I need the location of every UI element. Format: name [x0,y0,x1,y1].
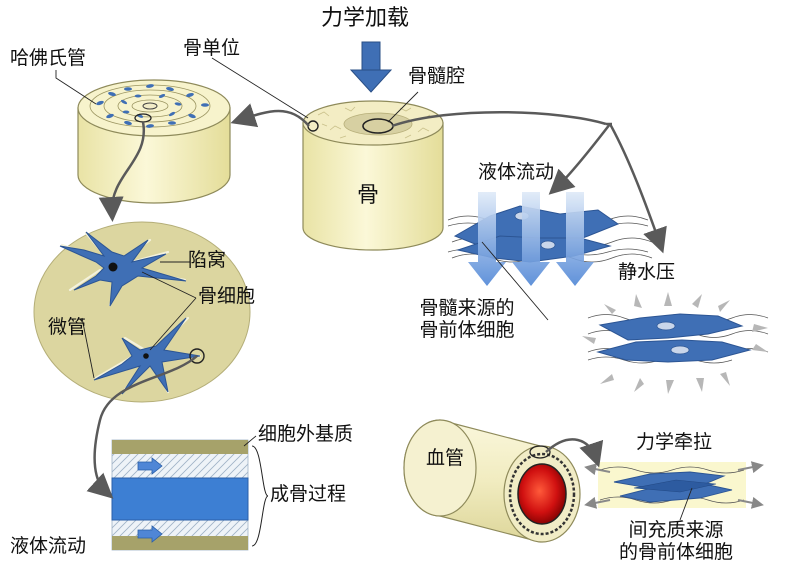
hydrostatic-cells [582,292,769,394]
label-marrow-progenitors-line2: 骨前体细胞 [419,318,515,341]
label-mechanical-loading: 力学加载 [321,6,410,31]
label-osteogenesis: 成骨过程 [270,483,347,505]
connector-arrows [86,103,667,499]
label-canaliculi: 微管 [48,316,87,338]
label-lacuna: 陷窝 [188,249,227,271]
label-mesenchymal-progenitors-line1: 间充质来源 [628,519,724,541]
label-fluid-flow-bottom: 液体流动 [10,535,87,557]
osteon-cylinder [77,79,231,204]
label-mesenchymal-progenitors: 间充质来源 的骨前体细胞 [596,519,756,564]
label-hydrostatic-pressure: 静水压 [618,261,676,283]
label-blood-vessel: 血管 [426,447,465,469]
label-haversian-canal: 哈佛氏管 [10,47,87,69]
ecm-channel [111,435,269,551]
label-osteocyte: 骨细胞 [198,285,256,307]
label-bone: 骨 [357,183,380,208]
label-fluid-flow-top: 液体流动 [478,161,555,183]
pointer-lines [55,57,419,123]
label-mesenchymal-progenitors-line2: 的骨前体细胞 [618,540,733,563]
label-osteon: 骨单位 [183,37,241,59]
label-marrow-progenitors: 骨髓来源的 骨前体细胞 [402,297,532,342]
label-mechanical-stretch: 力学牵拉 [636,431,713,453]
label-extracellular-matrix: 细胞外基质 [258,423,354,445]
blood-vessel [403,419,581,543]
loading-arrow [349,41,393,93]
label-marrow-progenitors-line1: 骨髓来源的 [419,297,515,319]
bone-cylinder [302,100,444,251]
label-marrow-cavity: 骨髓腔 [408,65,466,87]
stretch-cells [584,461,764,521]
fluid-flow-cells [447,192,653,321]
